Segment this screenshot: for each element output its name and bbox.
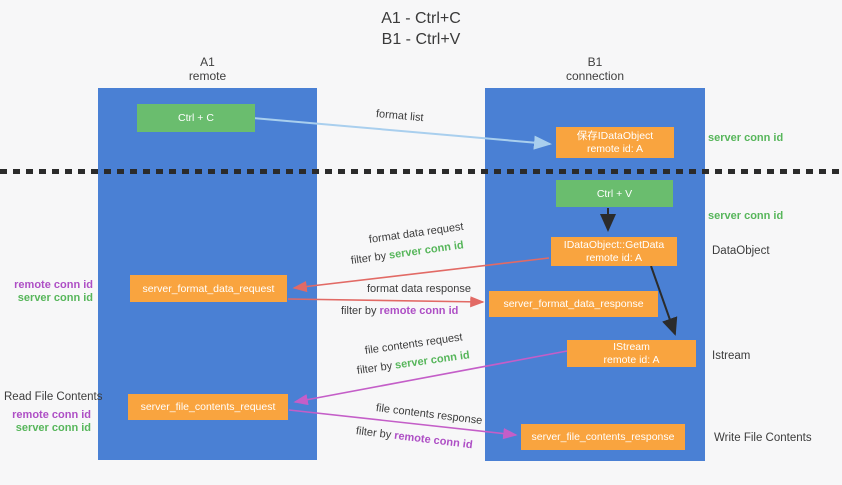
save-idataobject-line1: 保存IDataObject [576,129,654,142]
b1-subtitle: connection [565,69,625,83]
istream-line2: remote id: A [603,353,660,366]
a1-name: A1 [200,55,215,69]
node-ctrl-v: Ctrl + V [556,180,673,207]
label-file-contents-response: file contents response [375,402,483,427]
column-header-a1: A1 remote [98,55,317,83]
remote-conn-id-label: remote conn id [14,279,93,291]
annotation-server-conn-id-top: server conn id [708,132,784,144]
getdata-line1: IDataObject::GetData [563,238,665,251]
label-format-list: format list [375,108,425,125]
node-save-idataobject: 保存IDataObject remote id: A [556,127,674,158]
annotation-read-file-contents: Read File Contents [4,391,103,403]
file-request-label: server_file_contents_request [140,401,276,413]
diagram-title: A1 - Ctrl+C B1 - Ctrl+V [0,8,842,50]
filter-by-text: filter by [350,249,390,267]
title-line-2: B1 - Ctrl+V [381,31,461,48]
annotation-istream: Istream [712,350,751,362]
filter-by-text: filter by [356,359,396,377]
file-response-label: server_file_contents_response [531,431,675,443]
remote-conn-id-text: remote conn id [379,305,459,317]
annotation-conn-ids-format: remote conn id server conn id [0,279,93,304]
server-conn-id-label: server conn id [17,291,93,304]
annotation-conn-ids-file: remote conn id server conn id [0,409,91,434]
label-filter-remote-conn-id-2: filter by remote conn id [355,425,473,451]
filter-by-text: filter by [355,425,395,442]
a1-subtitle: remote [188,69,227,83]
annotation-dataobject: DataObject [712,245,770,257]
annotation-write-file-contents: Write File Contents [714,432,812,444]
annotation-server-conn-id-mid: server conn id [708,210,784,222]
label-filter-remote-conn-id-1: filter by remote conn id [341,305,458,317]
format-request-label: server_format_data_request [142,282,275,295]
getdata-line2: remote id: A [585,251,642,264]
b1-name: B1 [587,55,603,69]
server-conn-id-label: server conn id [15,421,91,434]
node-ctrl-v-label: Ctrl + V [596,187,633,200]
node-server-format-data-response: server_format_data_response [489,291,658,317]
node-ctrl-c-label: Ctrl + C [178,112,214,124]
remote-conn-id-text: remote conn id [393,429,474,452]
format-response-label: server_format_data_response [503,298,644,310]
label-format-data-response: format data response [367,283,471,295]
istream-line1: IStream [613,340,650,353]
label-filter-server-conn-id-1: filter by server conn id [350,239,464,267]
server-conn-id-text: server conn id [388,239,465,262]
save-idataobject-line2: remote id: A [586,142,643,155]
filter-by-text: filter by [341,305,380,317]
node-idataobject-getdata: IDataObject::GetData remote id: A [551,237,677,266]
column-header-b1: B1 connection [485,55,705,83]
title-line-1: A1 - Ctrl+C [381,10,461,27]
node-ctrl-c: Ctrl + C [137,104,255,132]
node-server-file-contents-response: server_file_contents_response [521,424,685,450]
dotted-separator-line [0,169,842,174]
node-istream: IStream remote id: A [567,340,696,367]
remote-conn-id-label: remote conn id [12,409,91,421]
node-server-format-data-request: server_format_data_request [130,275,287,302]
arrow-format-data-response [287,296,485,308]
node-server-file-contents-request: server_file_contents_request [128,394,288,420]
server-conn-id-text: server conn id [394,349,471,372]
